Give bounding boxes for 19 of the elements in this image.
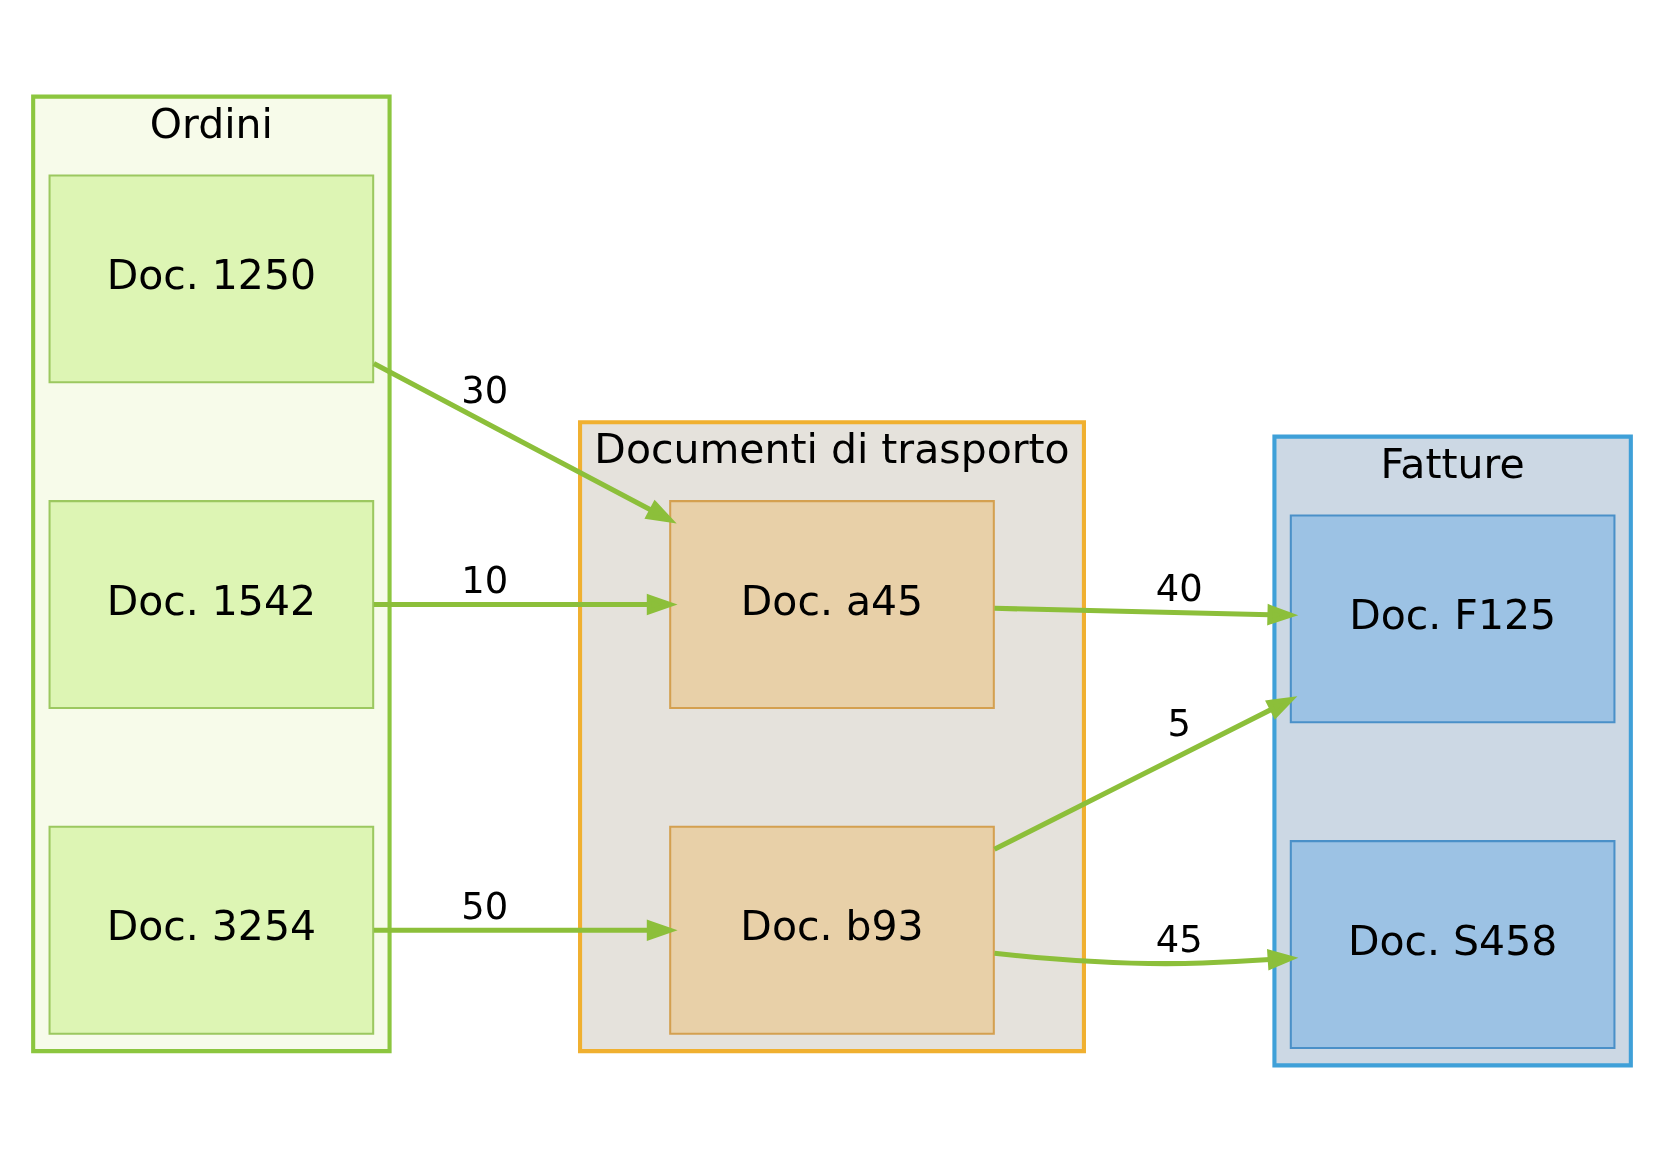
- edge-label: 40: [1155, 566, 1203, 610]
- node-box: Doc. S458: [1289, 839, 1616, 1049]
- node-box: Doc. 1542: [48, 499, 375, 709]
- edge-label: 30: [461, 368, 509, 412]
- node-box: Doc. 1250: [48, 173, 375, 383]
- node-box: Doc. 3254: [48, 825, 375, 1035]
- arrow: [994, 603, 1299, 625]
- node-box: Doc. a45: [669, 499, 995, 709]
- arrow: [993, 695, 1298, 852]
- node-box: Doc. b93: [669, 825, 995, 1035]
- arrow: [994, 948, 1299, 970]
- edge-label: 45: [1155, 917, 1203, 961]
- arrow: [373, 593, 678, 615]
- edge-label: 10: [461, 558, 509, 602]
- arrow: [372, 360, 677, 524]
- edge-label: 5: [1167, 701, 1191, 745]
- edge-label: 50: [461, 884, 509, 928]
- arrow: [373, 918, 678, 941]
- node-box: Doc. F125: [1289, 513, 1616, 723]
